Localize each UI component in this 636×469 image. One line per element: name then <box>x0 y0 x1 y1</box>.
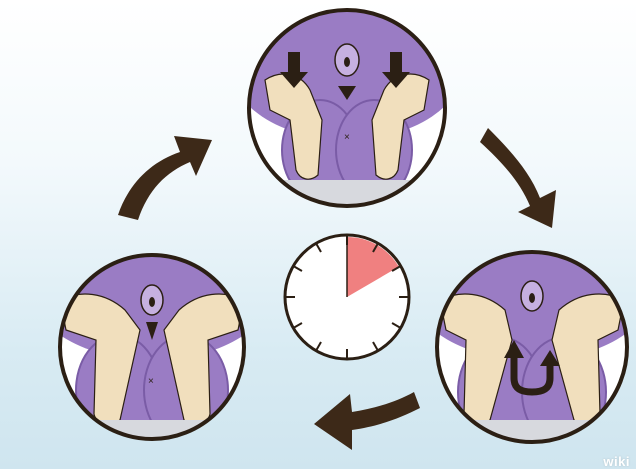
panel-top: × <box>227 0 467 220</box>
timer-icon <box>285 235 409 359</box>
svg-text:×: × <box>344 132 350 143</box>
svg-text:×: × <box>148 376 154 387</box>
curved-arrow-up-right-icon <box>118 136 212 220</box>
panel-left: × <box>32 220 272 450</box>
arrow-left-icon <box>314 392 420 450</box>
curved-arrow-down-right-icon <box>480 128 556 228</box>
panel-right <box>412 220 636 450</box>
watermark-logo: wiki <box>603 454 630 469</box>
